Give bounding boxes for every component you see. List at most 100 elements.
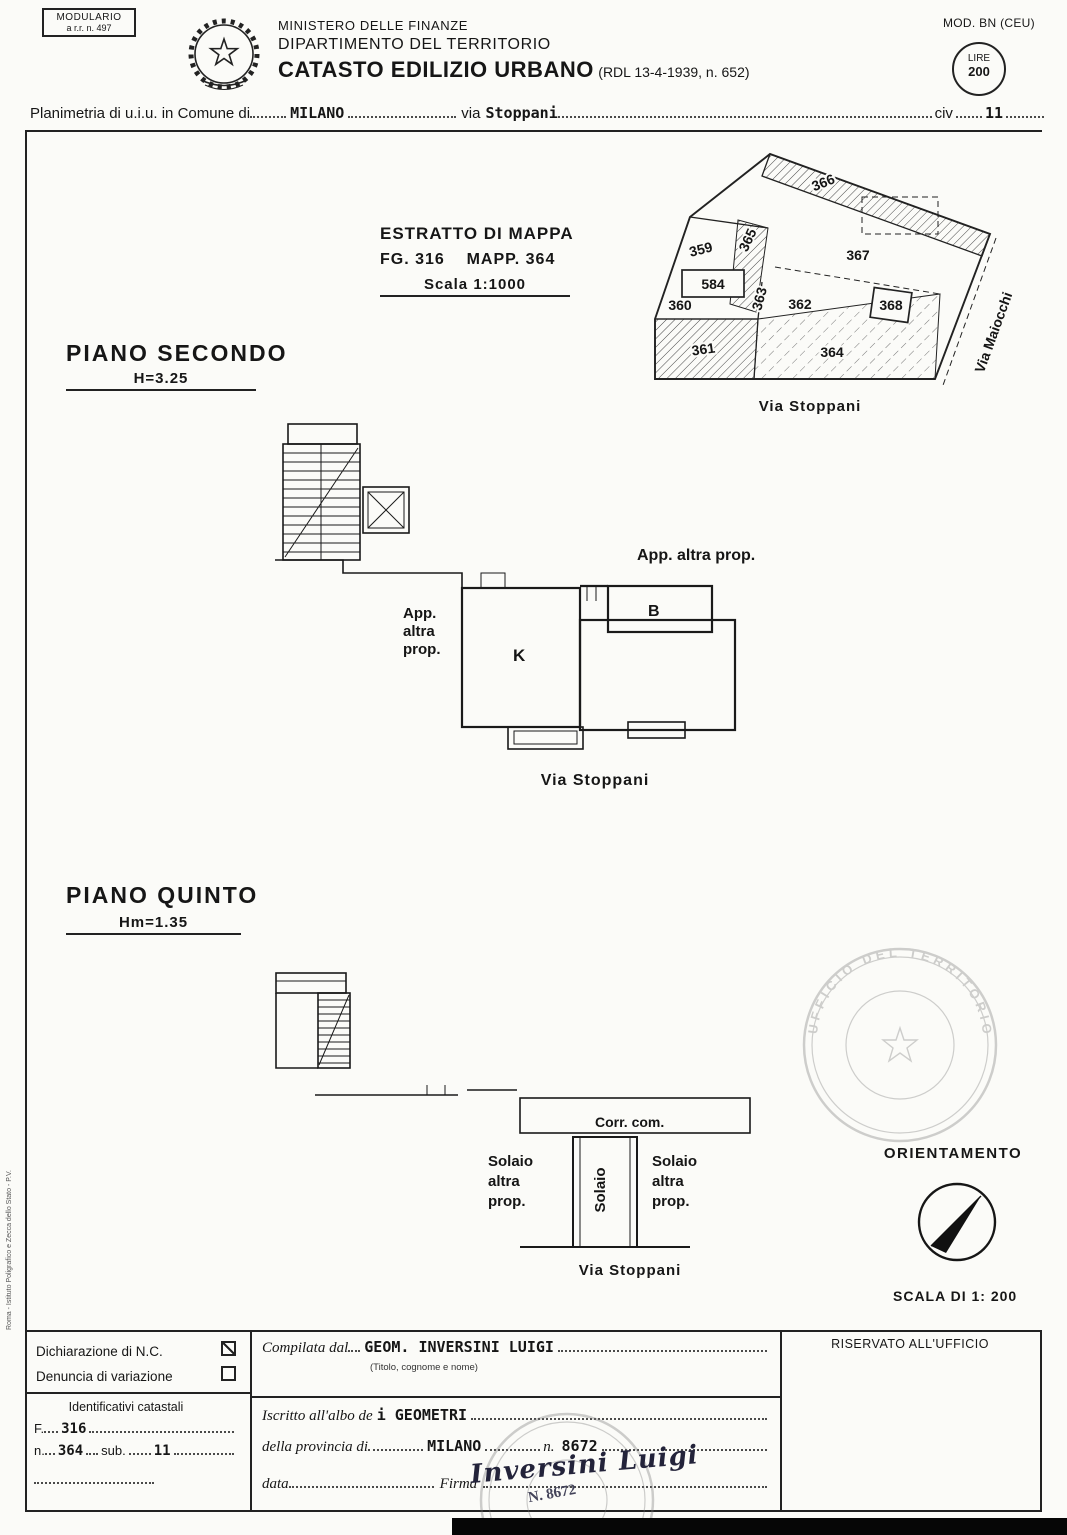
office-stamp: UFFICIO DEL TERRITORIO: [802, 945, 998, 1143]
piano-secondo-height: H=3.25: [66, 370, 256, 391]
dichiarazione-checkbox[interactable]: [221, 1341, 236, 1356]
dotted-leader: [483, 1474, 767, 1488]
parcel-label: 368: [879, 297, 903, 313]
denuncia-row: Denuncia di variazione: [36, 1366, 236, 1384]
label-solaio-altra-prop-left: Solaio: [488, 1153, 533, 1170]
address-line: Planimetria di u.i.u. in Comune di MILAN…: [30, 104, 1044, 122]
mod-bn-label: MOD. BN (CEU): [943, 16, 1035, 30]
room-label-k: K: [513, 646, 526, 665]
label-solaio-altra-prop-right: altra: [652, 1173, 684, 1190]
sub-value: 11: [153, 1443, 171, 1459]
parcel-label: 584: [701, 276, 725, 292]
dotted-leader: [89, 1422, 234, 1433]
provincia-row: della provincia di MILANO n. 8672: [262, 1437, 767, 1456]
modulario-label: MODULARIO: [56, 12, 122, 23]
compilata-row: Compilata dal GEOM. INVERSINI LUIGI: [262, 1338, 767, 1357]
dotted-leader: [288, 1474, 434, 1488]
label-app-altra-prop-left: App.: [403, 605, 436, 622]
albo-n-value: 8672: [561, 1437, 598, 1455]
denuncia-label: Denuncia di variazione: [36, 1369, 173, 1384]
dotted-leader: [34, 1470, 154, 1484]
ministry-line2: DIPARTIMENTO DEL TERRITORIO: [278, 36, 551, 53]
provincia-value: MILANO: [427, 1437, 482, 1455]
piano-quinto-title: PIANO QUINTO: [66, 882, 259, 908]
drawing-scale: SCALA DI 1: 200: [893, 1288, 1018, 1304]
via-value: Stoppani: [485, 104, 558, 122]
parcel-label: 367: [846, 247, 870, 263]
dotted-leader: [348, 105, 457, 118]
room-label-b: B: [648, 603, 660, 620]
piano-quinto-height: Hm=1.35: [66, 914, 241, 935]
label-app-altra-prop-top: App. altra prop.: [637, 547, 755, 564]
foglio-value: 316: [61, 1421, 87, 1437]
registry-stamp: [479, 1412, 655, 1533]
dichiarazione-row: Dichiarazione di N.C.: [36, 1341, 236, 1359]
data-firma-row: data Firma: [262, 1474, 767, 1493]
via-label: via: [461, 105, 481, 122]
piano-secondo-drawing: App. altra prop. App. altra prop. K B: [275, 423, 755, 750]
lire-label: LIRE: [967, 53, 991, 64]
map-scale: Scala 1:1000: [380, 276, 570, 297]
parcel-label: 364: [820, 344, 844, 360]
compilata-label: Compilata dal: [262, 1340, 349, 1356]
dotted-leader: [471, 1406, 767, 1420]
empty-dotted-row: [34, 1470, 234, 1489]
iscritto-label: Iscritto all'albo de: [262, 1408, 373, 1424]
street-label-via-stoppani-quinto: Via Stoppani: [578, 1262, 682, 1279]
parcel-label: 360: [668, 297, 692, 313]
state-emblem-icon: [188, 18, 260, 90]
label-corridoio-comune: Corr. com.: [595, 1114, 664, 1130]
dotted-leader: [44, 1422, 59, 1433]
compilata-note: (Titolo, cognome e nome): [370, 1362, 478, 1373]
dotted-leader: [955, 105, 982, 118]
map-extract-drawing: 366 367 359 365 584 360 363 362 368 361 …: [654, 152, 1017, 389]
foglio-label: F.: [34, 1421, 45, 1436]
foglio-row: F. 316: [34, 1421, 234, 1437]
printer-side-note: Roma - Istituto Poligrafico e Zecca dell…: [6, 1170, 13, 1330]
map-title: ESTRATTO DI MAPPA: [380, 224, 574, 243]
compilata-value: GEOM. INVERSINI LUIGI: [364, 1338, 554, 1356]
street-label-via-maiocchi: Via Maiocchi: [971, 290, 1015, 375]
civ-value: 11: [984, 104, 1003, 122]
label-solaio-altra-prop-right: Solaio: [652, 1153, 697, 1170]
denuncia-checkbox[interactable]: [221, 1366, 236, 1381]
address-prefix: Planimetria di u.i.u. in Comune di: [30, 105, 251, 122]
label-solaio-shaft: Solaio: [592, 1167, 609, 1212]
dotted-leader: [557, 105, 932, 118]
footer-bottom-rule: [25, 1510, 1042, 1512]
mid-cell-divider: [250, 1396, 780, 1398]
map-extract-caption: ESTRATTO DI MAPPA FG. 316 MAPP. 364 Scal…: [380, 224, 574, 297]
dotted-leader: [1006, 105, 1044, 118]
left-border: [25, 130, 27, 1512]
dichiarazione-label: Dichiarazione di N.C.: [36, 1344, 163, 1359]
albo-n-label: n.: [543, 1439, 555, 1455]
riservato-label: RISERVATO ALL'UFFICIO: [831, 1337, 989, 1351]
sub-label: sub.: [101, 1443, 126, 1458]
map-sheet: FG. 316 MAPP. 364: [380, 251, 556, 268]
scan-artifact-bar: [452, 1518, 1067, 1535]
comune-value: MILANO: [290, 104, 345, 122]
modulario-ref: a r.r. n. 497: [66, 23, 112, 33]
label-solaio-altra-prop-right: prop.: [652, 1193, 690, 1210]
mappale-row: n. 364 sub. 11: [34, 1443, 234, 1459]
dotted-leader: [128, 1444, 151, 1455]
mappale-label: n.: [34, 1443, 45, 1458]
document-title: CATASTO EDILIZIO URBANO: [278, 57, 594, 82]
data-label: data: [262, 1475, 289, 1492]
street-label-via-stoppani-secondo: Via Stoppani: [540, 772, 650, 789]
header-rule: [25, 130, 1042, 132]
right-border: [1040, 1330, 1042, 1510]
left-cell-divider: [25, 1392, 250, 1394]
iscritto-row: Iscritto all'albo de i GEOMETRI: [262, 1406, 767, 1425]
compass-icon: [917, 1182, 997, 1262]
document-title-ref: (RDL 13-4-1939, n. 652): [598, 64, 750, 80]
dotted-leader: [368, 1437, 424, 1451]
iscritto-value: i GEOMETRI: [376, 1406, 468, 1424]
piano-secondo-title: PIANO SECONDO: [66, 340, 288, 366]
label-app-altra-prop-left: prop.: [403, 641, 441, 658]
dotted-leader: [250, 105, 287, 118]
footer-top-rule: [25, 1330, 1042, 1332]
orientation-title: ORIENTAMENTO: [883, 1145, 1023, 1162]
dotted-leader: [485, 1437, 541, 1451]
